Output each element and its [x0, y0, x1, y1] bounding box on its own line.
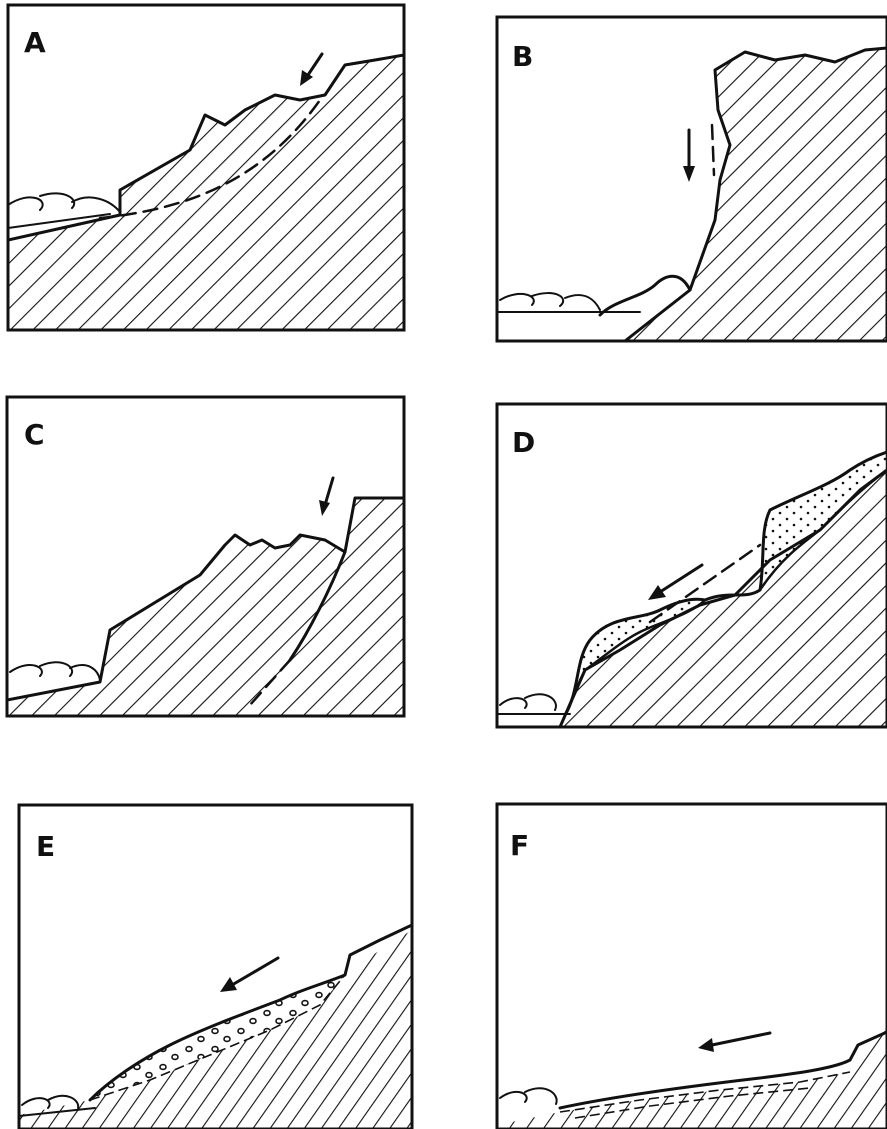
panel-f: F [497, 804, 887, 1129]
panel-e: E [19, 805, 412, 1129]
panel-b: B [497, 17, 887, 341]
panel-a-label: A [24, 26, 46, 59]
panel-d: D [497, 404, 887, 727]
panel-b-label: B [512, 40, 533, 73]
panel-e-label: E [36, 830, 55, 863]
panel-c: C [7, 397, 404, 716]
panel-f-label: F [510, 829, 529, 862]
panel-a: A [8, 5, 404, 330]
panel-c-label: C [24, 418, 45, 451]
panel-d-label: D [512, 426, 535, 459]
